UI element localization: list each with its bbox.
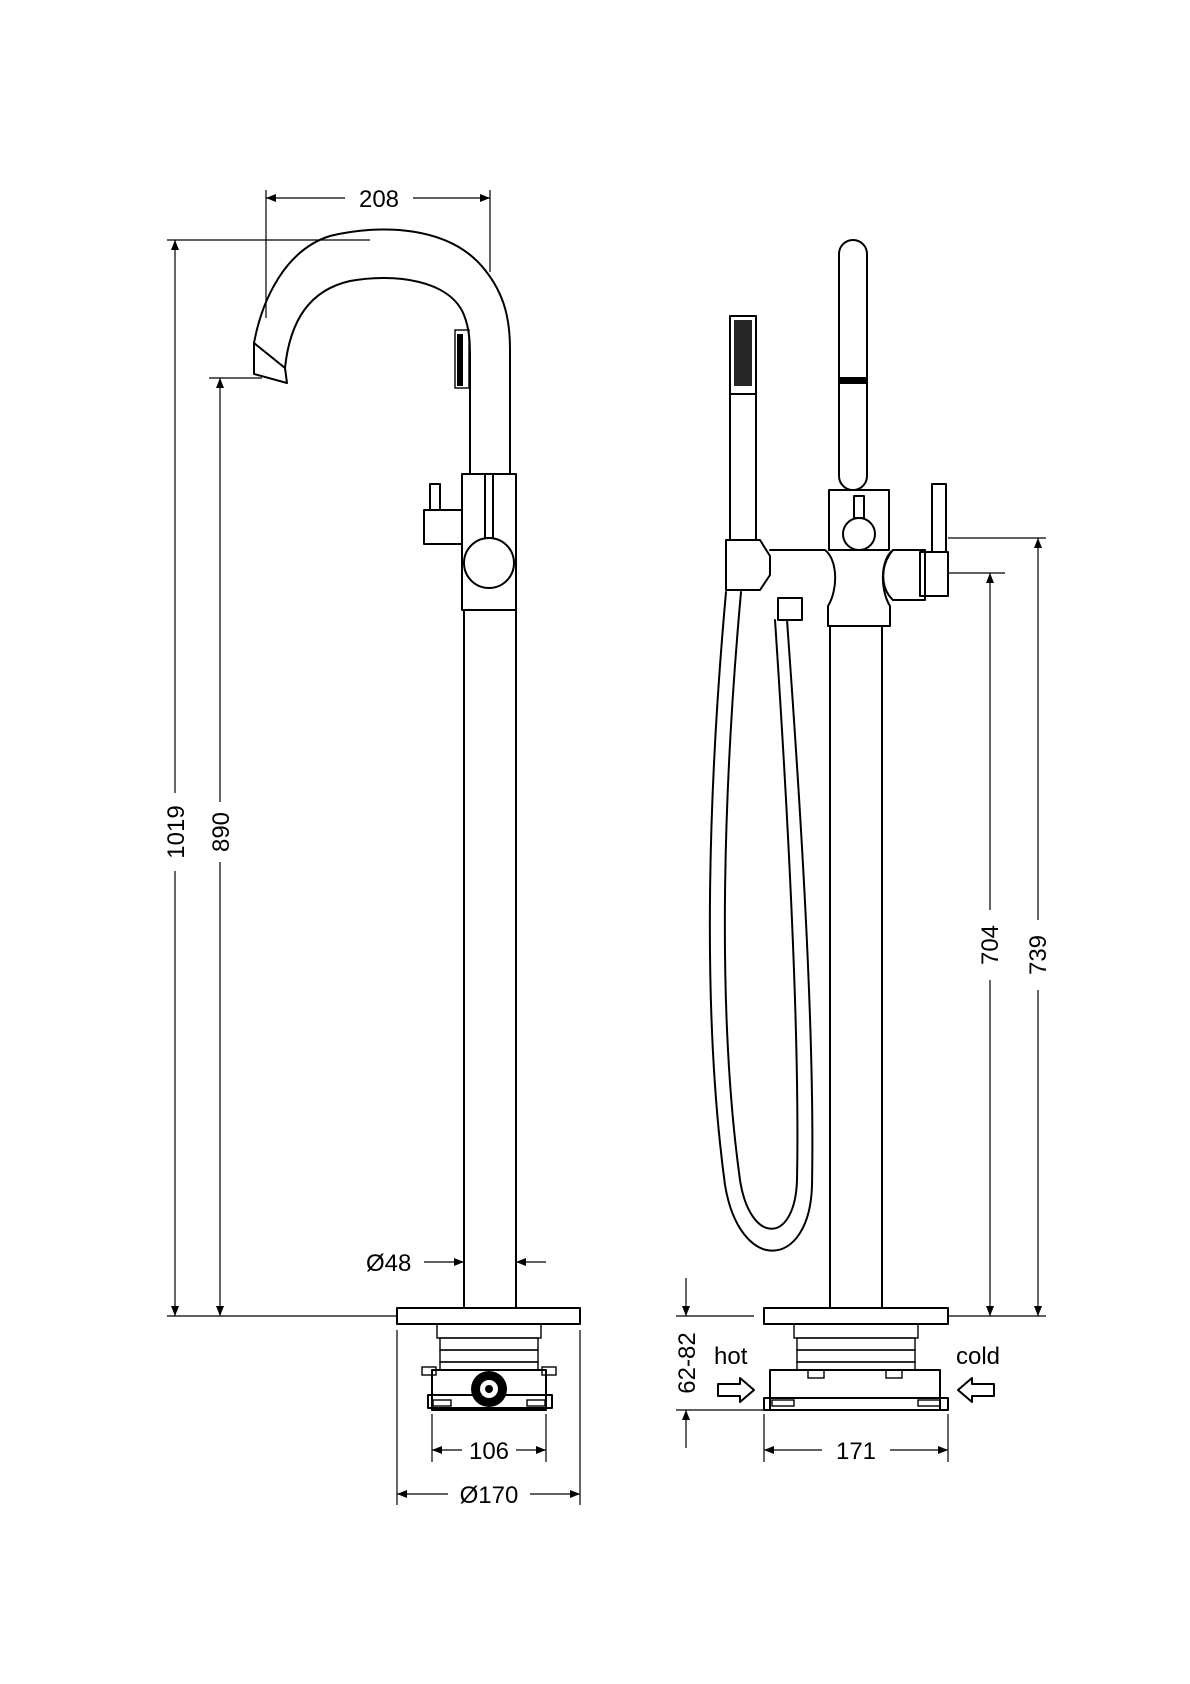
side-hose-connector (777, 597, 803, 621)
cold-label: cold (956, 1343, 1000, 1370)
cold-inlet-arrow (957, 1377, 995, 1403)
side-shower-holder (725, 539, 771, 591)
front-spout-tip (253, 342, 288, 384)
dim-spout-reach: 208 (265, 186, 491, 318)
front-spout (253, 228, 511, 475)
dim-label-d170: Ø170 (460, 1482, 519, 1509)
front-diverter-knob (429, 483, 441, 511)
dim-box-width: 106 (431, 1414, 547, 1465)
side-hand-shower-handle (729, 393, 757, 541)
side-hose-outer (708, 591, 814, 1252)
front-flange (396, 1307, 581, 1325)
dim-spout-height: 890 (208, 377, 262, 1316)
side-mixer-lower (882, 549, 894, 601)
side-flange (763, 1307, 949, 1325)
dim-label-1019: 1019 (163, 805, 190, 858)
side-handle-lever (931, 483, 947, 553)
dim-total-height: 1019 (163, 239, 397, 1317)
dim-label-890: 890 (208, 812, 235, 852)
front-hand-shower (454, 329, 470, 389)
side-install-box (763, 1323, 949, 1411)
side-spout-band (840, 377, 866, 384)
dim-label-171: 171 (836, 1438, 876, 1465)
side-diverter-stem (853, 495, 865, 519)
dim-side-total-height: 739 (948, 537, 1052, 1317)
dim-label-208: 208 (359, 186, 399, 213)
dim-label-739: 739 (1025, 935, 1052, 975)
front-handle-knob (463, 537, 515, 589)
side-handle-base (919, 551, 949, 597)
dim-flange-diameter: Ø170 (396, 1330, 581, 1509)
side-view (708, 239, 995, 1411)
front-handle-lever (484, 473, 494, 539)
side-column (829, 625, 883, 1309)
front-view (253, 228, 581, 1411)
front-mixer-body (461, 473, 517, 611)
front-diverter (423, 509, 463, 545)
side-diverter-knob (842, 517, 876, 551)
dim-side-base-width: 171 (763, 1414, 949, 1465)
side-hand-shower-grip (734, 320, 752, 386)
side-hose-inner (723, 591, 799, 1230)
side-mixer-top (828, 489, 890, 551)
dim-pipe-diameter: Ø48 (366, 1250, 546, 1277)
front-column (463, 609, 517, 1309)
side-spout (838, 239, 868, 491)
dim-side-mixer-height: 704 (948, 572, 1005, 1316)
dim-label-62-82: 62-82 (674, 1332, 701, 1393)
front-install-box (421, 1323, 557, 1411)
dim-label-d48: Ø48 (366, 1250, 411, 1277)
front-spout-inner (284, 277, 471, 475)
dim-label-704: 704 (977, 925, 1004, 965)
front-hand-shower-grip (457, 334, 463, 386)
hot-inlet-arrow (717, 1377, 755, 1403)
side-mixer-body (769, 549, 926, 627)
dim-depth-range: 62-82 (674, 1278, 764, 1448)
dim-label-106: 106 (469, 1438, 509, 1465)
hot-label: hot (714, 1343, 748, 1370)
